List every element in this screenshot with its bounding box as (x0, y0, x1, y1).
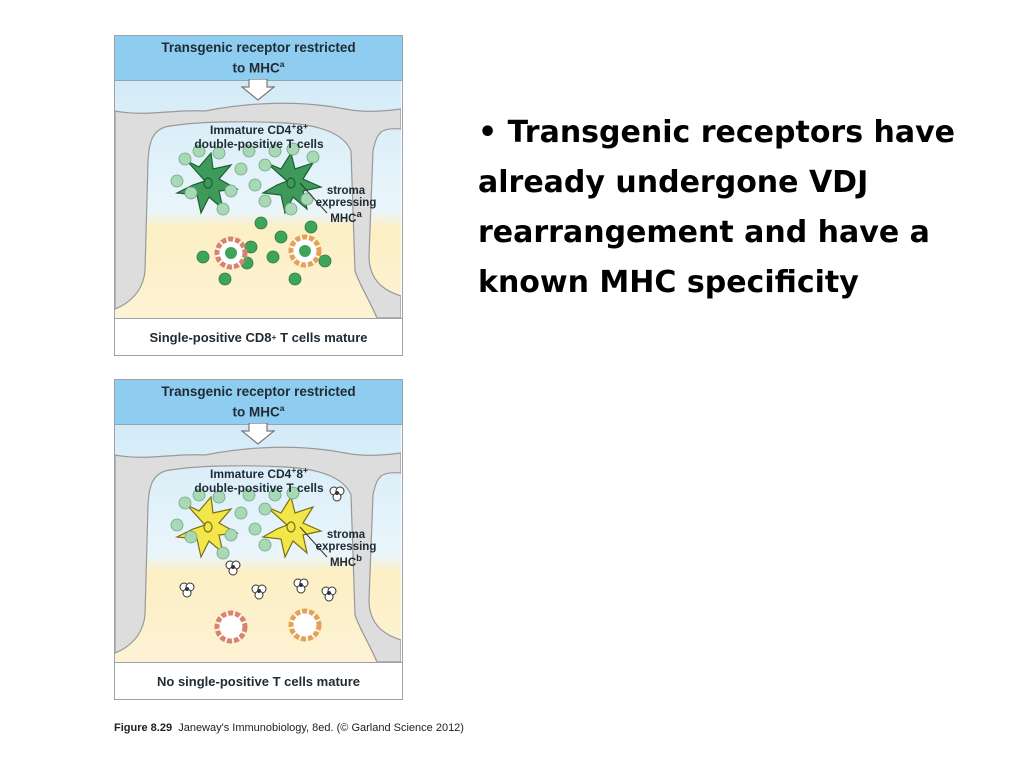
top-footer-pre: Single-positive CD8 (149, 329, 272, 345)
bottom-down-arrow-icon (240, 423, 276, 445)
bottom-cells-label: Immature CD4+8+ double-positive T cells (179, 463, 339, 495)
bottom-header-sup: a (279, 402, 285, 413)
top-cells-sup2: + (303, 121, 308, 131)
top-panel-header: Transgenic receptor restricted to MHCa (115, 36, 402, 81)
figure-caption: Figure 8.29 Janeway's Immunobiology, 8ed… (114, 722, 464, 734)
stroma-pointer-line (299, 182, 328, 214)
top-cells-label: Immature CD4+8+ double-positive T cells (179, 119, 339, 151)
top-stroma-line2: expressing (315, 197, 377, 209)
top-footer-sup: + (271, 332, 277, 342)
bottom-cells-sup2: + (303, 465, 308, 475)
bottom-thymus-illustration: Immature CD4+8+ double-positive T cells … (115, 425, 402, 663)
top-header-line1: Transgenic receptor restricted (161, 39, 356, 55)
top-stroma-line1: stroma (326, 185, 366, 197)
top-panel-footer: Single-positive CD8+ T cells mature (115, 319, 402, 355)
mature-cd8-t-cells (196, 216, 332, 286)
figure-number: Figure 8.29 (114, 722, 173, 734)
top-header-line2: to MHC (232, 60, 280, 76)
bottom-diagram-panel: Transgenic receptor restricted to MHCa (114, 379, 403, 700)
bottom-header-line1: Transgenic receptor restricted (161, 383, 356, 399)
top-down-arrow-icon (240, 79, 276, 101)
bottom-thymus-svg (115, 425, 401, 662)
bottom-footer-text: No single-positive T cells mature (157, 673, 360, 689)
bottom-stroma-line3: MHC (329, 556, 357, 569)
top-stroma-label: stroma expressing MHCa (311, 185, 381, 225)
double-positive-t-cells (170, 142, 320, 216)
top-thymus-illustration: Immature CD4+8+ double-positive T cells … (115, 81, 402, 319)
bottom-cells-label-pre: Immature CD4 (210, 467, 292, 481)
bottom-stroma-label: stroma expressing MHCb (311, 529, 381, 569)
macrophage-rings (214, 234, 322, 270)
yellow-stroma-cell-right (261, 495, 323, 559)
top-cells-line2: double-positive T cells (194, 137, 324, 151)
figure-source: Janeway's Immunobiology, 8ed. (© Garland… (178, 722, 464, 734)
bottom-panel-footer: No single-positive T cells mature (115, 663, 402, 699)
top-cells-mid: 8 (296, 123, 304, 137)
bottom-header-line2: to MHC (232, 404, 280, 420)
top-cells-sup1: + (291, 121, 297, 131)
apoptotic-cells (179, 486, 345, 602)
top-header-sup: a (279, 58, 285, 69)
bottom-stroma-line2: expressing (315, 541, 377, 553)
bottom-stroma-pointer-line (299, 526, 328, 558)
top-thymus-svg (115, 81, 401, 318)
top-stroma-line3: MHC (330, 212, 357, 225)
bottom-macrophage-rings (214, 608, 322, 644)
bottom-cells-line2: double-positive T cells (194, 481, 324, 495)
bullet-point-text: • Transgenic receptors have already unde… (478, 115, 956, 300)
bottom-cells-mid: 8 (296, 467, 304, 481)
top-stroma-sup: a (356, 209, 362, 220)
bottom-cells-sup1: + (291, 465, 297, 475)
top-cells-label-pre: Immature CD4 (210, 123, 292, 137)
bottom-double-positive-t-cells (170, 486, 300, 560)
top-footer-post: T cells mature (276, 329, 368, 345)
bottom-panel-header: Transgenic receptor restricted to MHCa (115, 380, 402, 425)
stroma-cell-right (261, 151, 323, 215)
bottom-stroma-line1: stroma (326, 529, 366, 541)
bottom-stroma-sup: b (356, 553, 363, 564)
